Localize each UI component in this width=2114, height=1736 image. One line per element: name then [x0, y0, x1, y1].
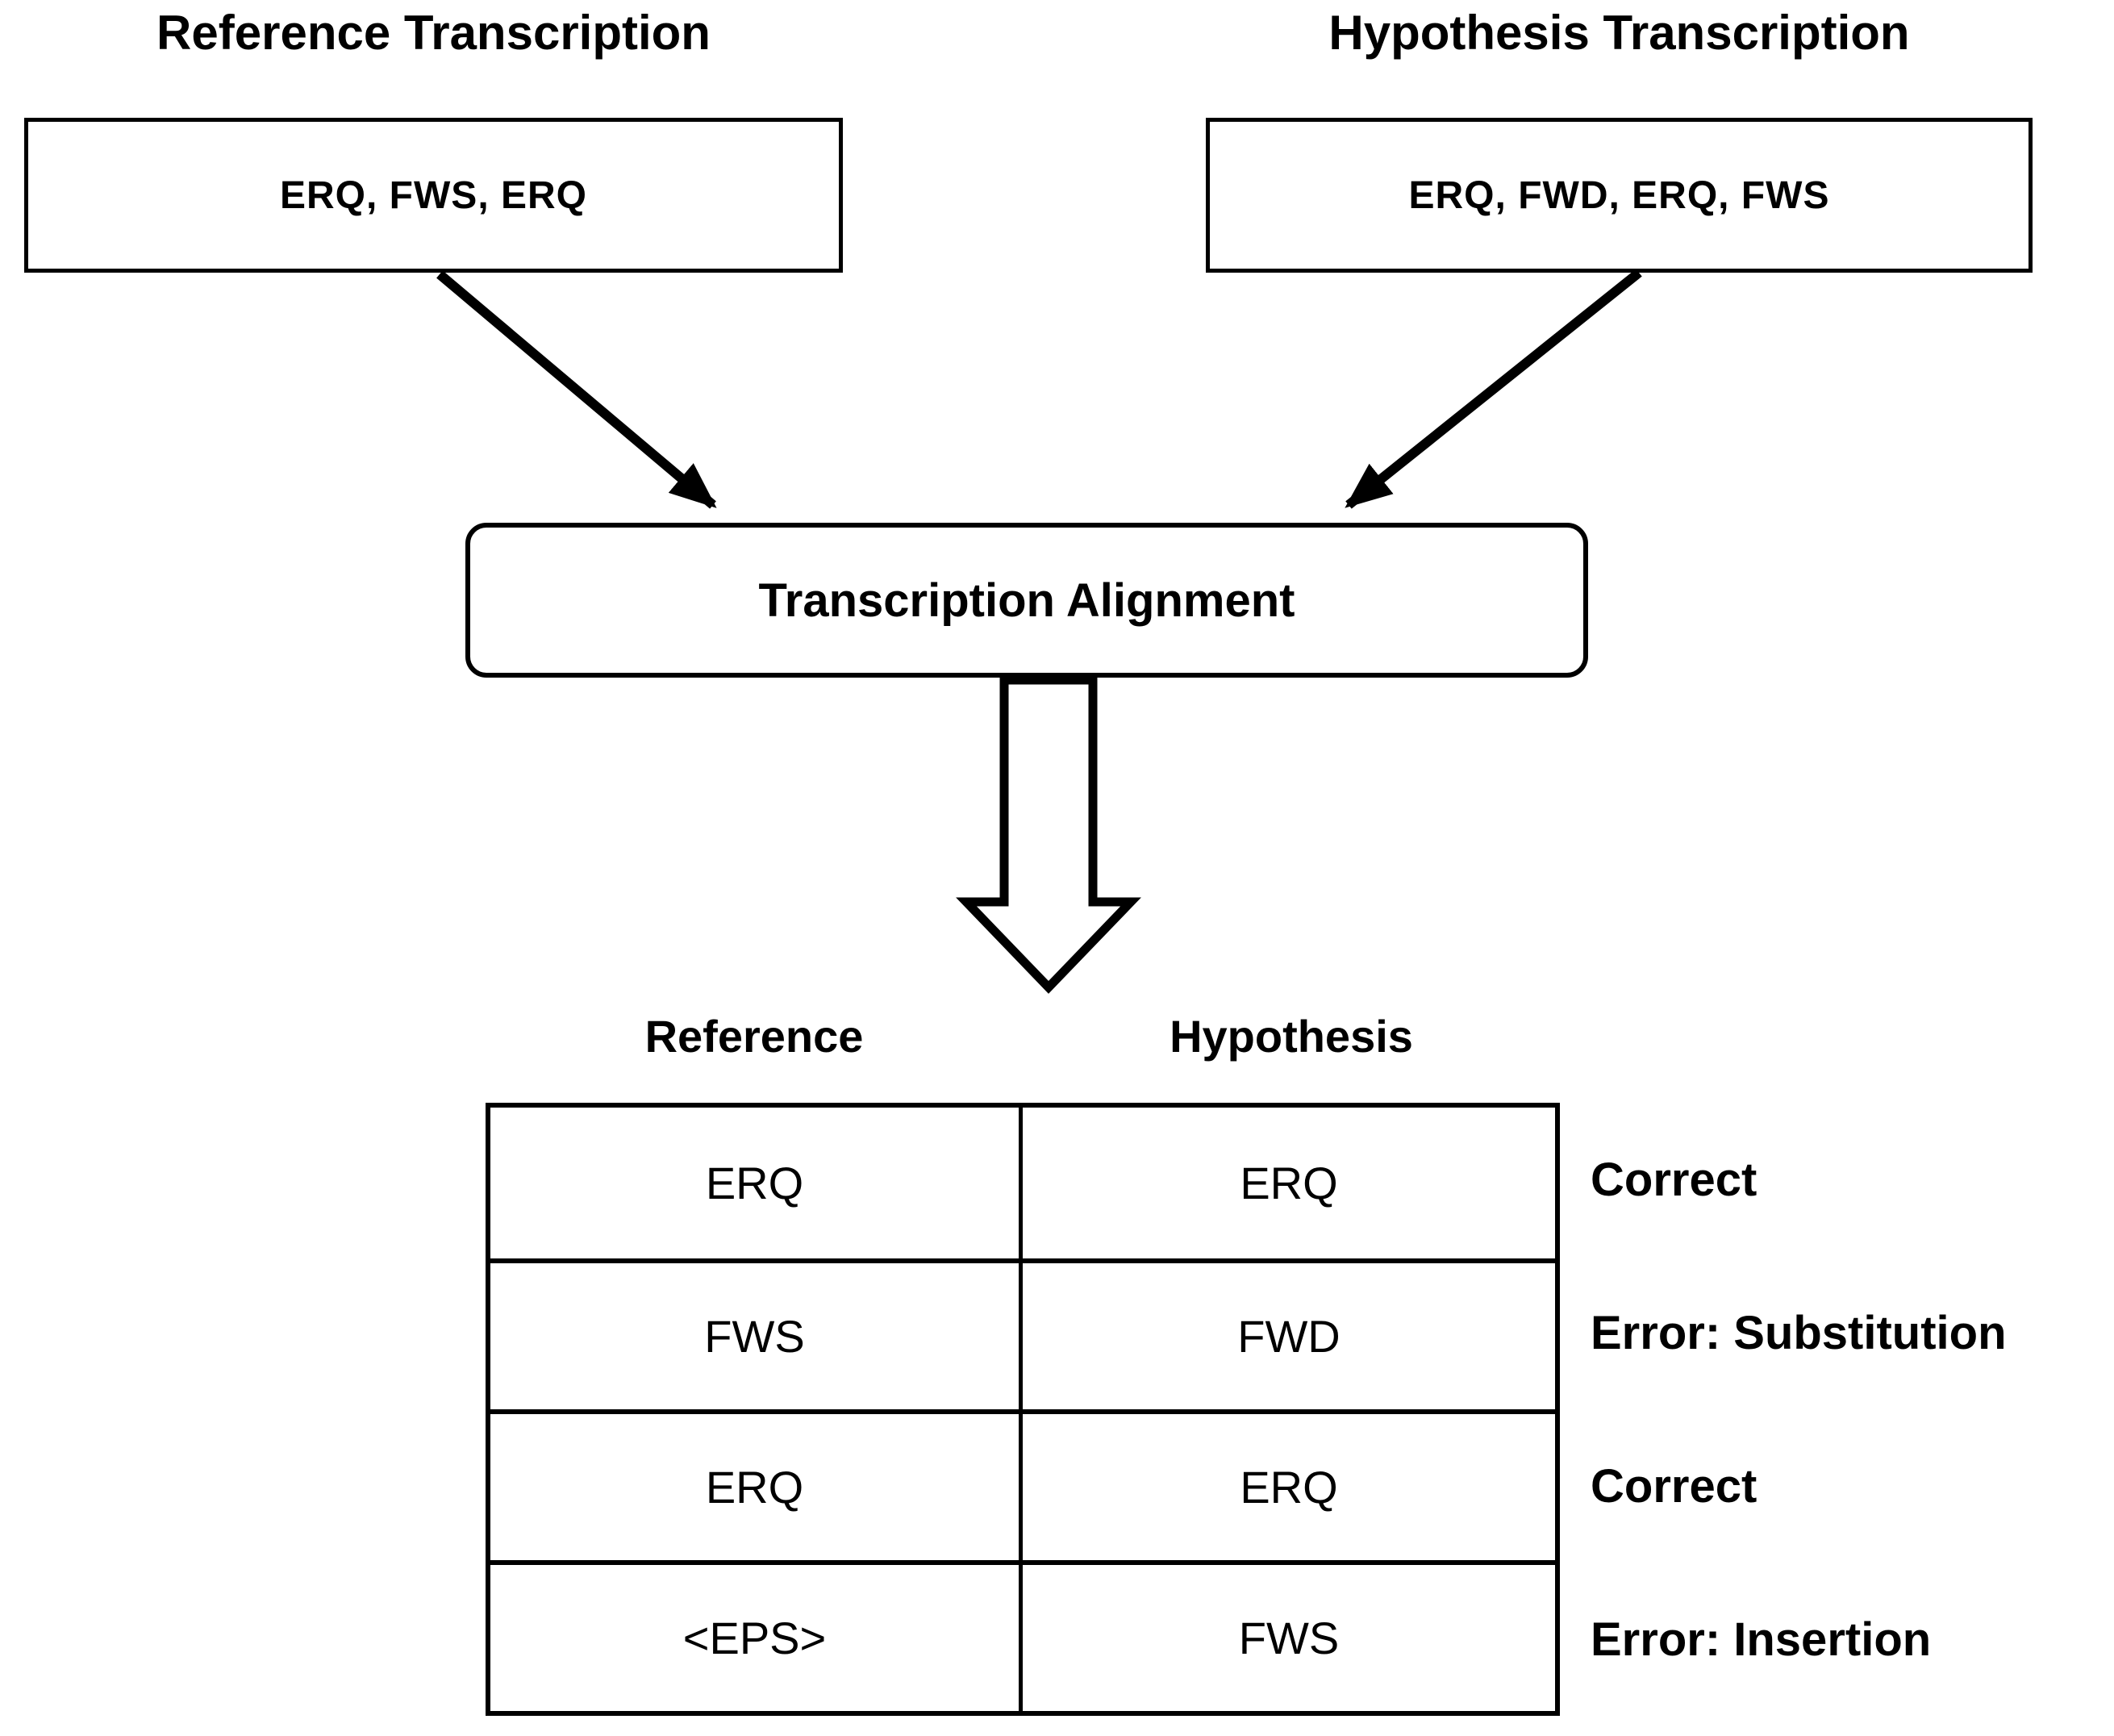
row-result-label: Correct — [1591, 1153, 1757, 1206]
table-cell-reference: FWS — [490, 1258, 1023, 1409]
table-cell-reference: ERQ — [490, 1409, 1023, 1560]
table-cell-hypothesis: ERQ — [1240, 1158, 1338, 1208]
table-cell-hypothesis: ERQ — [1023, 1409, 1555, 1560]
reference-transcription-box: ERQ, FWS, ERQ — [24, 118, 843, 273]
table-cell-hypothesis: FWD — [1023, 1258, 1555, 1409]
table-cell-reference: <EPS> — [490, 1560, 1023, 1711]
hypothesis-transcription-title: Hypothesis Transcription — [1328, 6, 1910, 60]
hypothesis-transcription-box: ERQ, FWD, ERQ, FWS — [1206, 118, 2033, 273]
down-block-arrow-icon — [956, 675, 1141, 994]
hypothesis-column-header: Hypothesis — [1170, 1011, 1413, 1062]
transcription-alignment-label: Transcription Alignment — [758, 574, 1295, 627]
row-result-label: Error: Insertion — [1591, 1613, 1932, 1666]
hypothesis-transcription-content: ERQ, FWD, ERQ, FWS — [1408, 173, 1830, 217]
reference-column-header: Reference — [644, 1011, 864, 1062]
transcription-alignment-box: Transcription Alignment — [465, 523, 1588, 678]
table-cell-hypothesis: FWS — [1023, 1560, 1555, 1711]
alignment-table: ERQ ERQ FWS FWD ERQ ERQ <EPS> FWS — [486, 1103, 1560, 1716]
reference-transcription-title: Reference Transcription — [156, 6, 711, 60]
hypothesis-to-alignment-arrow-icon — [1345, 269, 1642, 509]
reference-to-alignment-arrow-icon — [436, 270, 717, 509]
reference-transcription-content: ERQ, FWS, ERQ — [279, 173, 587, 217]
row-result-label: Correct — [1591, 1459, 1757, 1513]
table-cell-reference: ERQ — [490, 1108, 1023, 1258]
row-result-label: Error: Substitution — [1591, 1306, 2007, 1359]
